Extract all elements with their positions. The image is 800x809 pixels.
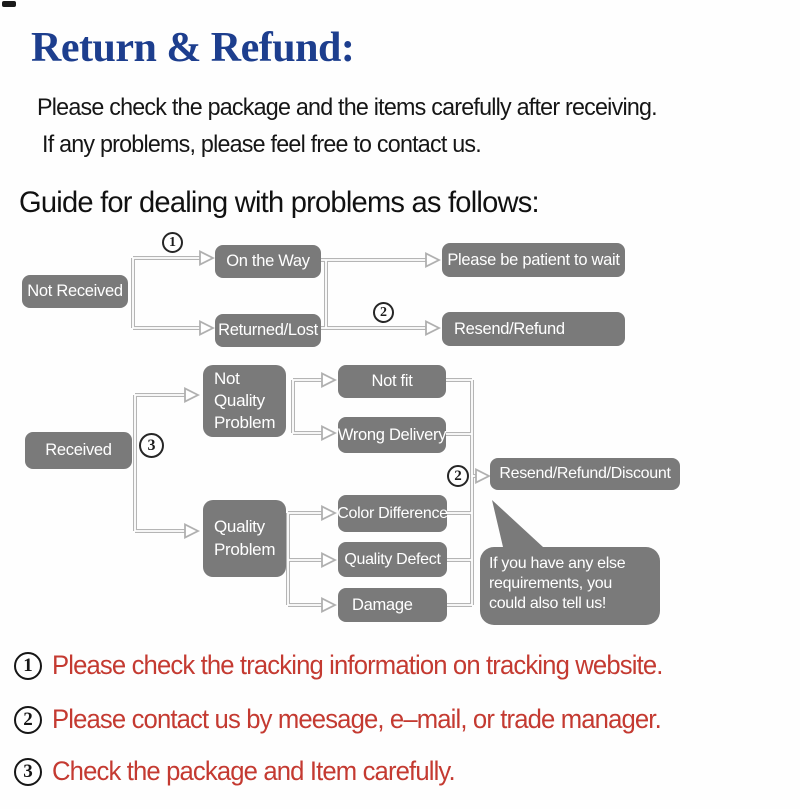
footnote-2: 2 Please contact us by meesage, e–mail, …: [14, 704, 693, 735]
node-label: Resend/Refund/Discount: [499, 465, 671, 482]
node-not-quality-problem: Not Quality Problem: [203, 365, 286, 437]
node-label: Quality Problem: [214, 517, 276, 559]
marker-digit: 1: [169, 234, 176, 250]
circled-3-badge: 3: [139, 433, 164, 458]
marker-digit: 2: [454, 467, 462, 484]
marker-digit: 2: [380, 304, 387, 320]
node-color-difference: Color Difference: [337, 495, 448, 532]
node-label: Not Quality Problem: [214, 368, 276, 433]
node-label: Resend/Refund: [454, 319, 565, 338]
node-resend-refund-discount: Resend/Refund/Discount: [490, 458, 680, 490]
note-digit: 1: [23, 654, 33, 676]
scan-artifact: [2, 1, 16, 7]
node-label: Please be patient to wait: [447, 250, 620, 269]
node-label: Wrong Delivery: [337, 425, 447, 444]
node-received: Received: [25, 432, 132, 469]
bubble-text: If you have any else requirements, you c…: [489, 555, 626, 612]
circled-2-badge-top: 2: [373, 302, 394, 323]
footnote-text: Please contact us by meesage, e–mail, or…: [52, 704, 662, 734]
marker-digit: 3: [147, 436, 156, 454]
bubble-tail: [492, 500, 543, 547]
intro-line-2: If any problems, please feel free to con…: [42, 131, 482, 158]
node-not-fit: Not fit: [338, 365, 446, 398]
node-label: Color Difference: [337, 504, 448, 522]
node-wrong-delivery: Wrong Delivery: [338, 417, 446, 453]
node-label: On the Way: [226, 252, 310, 270]
footnote-3: 3 Check the package and Item carefully.: [14, 756, 476, 787]
node-label: Not Received: [27, 282, 123, 300]
node-returned-lost: Returned/Lost: [215, 314, 321, 347]
circled-1-badge: 1: [162, 232, 183, 253]
note-digit: 3: [23, 760, 33, 782]
circled-1-icon: 1: [14, 651, 42, 680]
node-quality-problem: Quality Problem: [203, 500, 286, 577]
guide-heading: Guide for dealing with problems as follo…: [19, 186, 540, 219]
node-quality-defect: Quality Defect: [338, 542, 447, 577]
footnote-text: Check the package and Item carefully.: [52, 756, 456, 786]
node-damage: Damage: [338, 588, 447, 622]
node-label: Damage: [352, 595, 413, 614]
note-bubble: If you have any else requirements, you c…: [480, 547, 660, 625]
page-title: Return & Refund:: [31, 25, 355, 71]
node-please-wait: Please be patient to wait: [442, 243, 625, 277]
intro-line-1: Please check the package and the items c…: [37, 94, 658, 121]
circled-3-icon: 3: [14, 757, 42, 786]
node-label: Not fit: [371, 372, 413, 390]
node-not-received: Not Received: [22, 275, 128, 308]
footnote-text: Please check the tracking information on…: [52, 650, 663, 680]
circled-2-badge-bottom: 2: [447, 465, 469, 487]
node-label: Received: [45, 441, 112, 459]
node-label: Returned/Lost: [218, 321, 318, 339]
node-resend-refund: Resend/Refund: [442, 312, 625, 346]
footnote-1: 1 Please check the tracking information …: [14, 650, 695, 681]
note-digit: 2: [23, 708, 33, 730]
node-label: Quality Defect: [344, 550, 441, 568]
node-on-the-way: On the Way: [215, 245, 321, 278]
circled-2-icon: 2: [14, 705, 42, 734]
